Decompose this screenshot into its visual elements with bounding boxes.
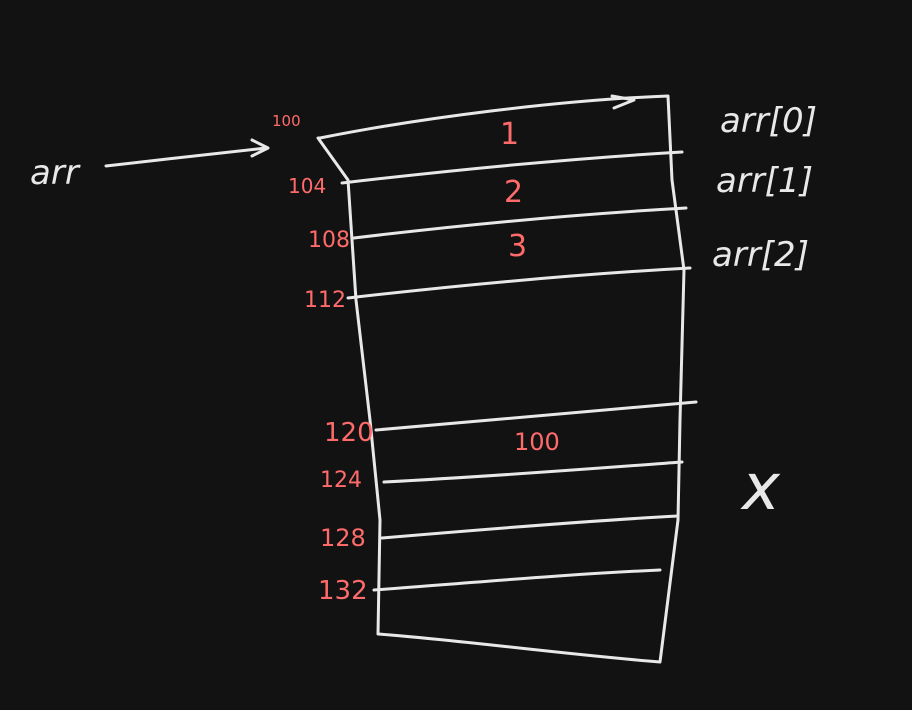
address-label-100: 100 [272,112,301,130]
address-label-108: 108 [308,228,350,253]
index-label-2: arr[2] [712,235,809,275]
pointer-arrow [104,146,268,168]
row-divider-120 [374,400,698,432]
address-label-124: 124 [320,468,362,493]
row-divider-108 [352,206,688,240]
cell-value-3: 100 [514,428,560,456]
pointer-name: arr [30,153,79,193]
row-divider-112 [346,266,692,300]
row-divider-124 [382,460,684,484]
address-label-112: 112 [304,288,346,313]
cell-value-0: 1 [500,117,520,152]
row-divider-104 [340,150,684,185]
address-label-104: 104 [288,174,327,198]
pointer-arrowhead [250,138,270,158]
address-label-132: 132 [318,576,368,606]
memory-block-outline [316,94,686,664]
row-divider-128 [380,514,680,540]
row-divider-132 [372,568,662,592]
top-edge-arrow [610,94,636,110]
index-label-1: arr[1] [716,161,813,201]
cell-value-1: 2 [504,175,524,210]
address-label-120: 120 [324,418,374,448]
variable-x-label: x [742,451,780,525]
index-label-0: arr[0] [720,101,817,141]
address-label-128: 128 [320,524,366,552]
cell-value-2: 3 [508,229,528,264]
